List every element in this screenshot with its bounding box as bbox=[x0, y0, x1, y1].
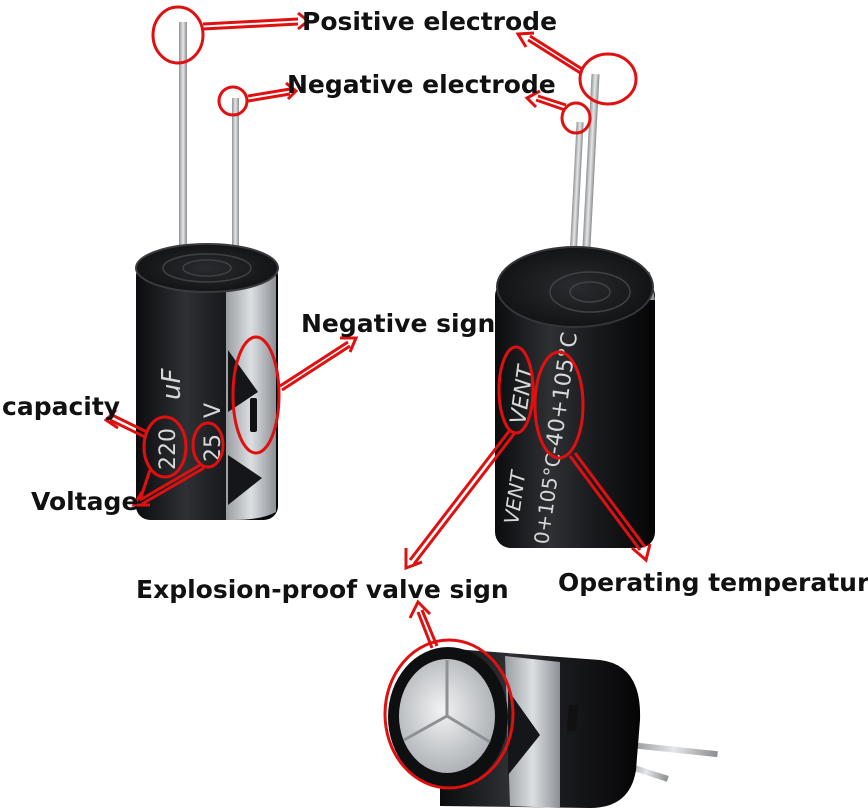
left-stripe-chevron-lower bbox=[228, 455, 262, 505]
left-top-ring-inner bbox=[182, 259, 232, 277]
circle-voltage bbox=[191, 421, 225, 469]
right-top-ring bbox=[549, 271, 631, 313]
arrow-positive-electrode bbox=[202, 11, 311, 31]
label-negative-sign: Negative sign bbox=[301, 309, 496, 338]
bottom-stripe-minus-mark bbox=[567, 704, 578, 732]
arrow-capacity bbox=[103, 408, 148, 439]
bottom-vent-score-line-3 bbox=[446, 714, 491, 744]
label-voltage: Voltage bbox=[31, 487, 139, 516]
circle-vent-mark bbox=[497, 345, 535, 435]
label-capacity: capacity bbox=[2, 392, 121, 421]
left-stripe-minus-mark bbox=[250, 398, 257, 432]
circle-capacity bbox=[142, 415, 188, 479]
circle-positive-electrode-right bbox=[578, 52, 638, 106]
arrow-explosion-proof-upper bbox=[404, 429, 516, 571]
bottom-capacitor bbox=[388, 647, 718, 808]
arrow-negative-electrode bbox=[247, 81, 299, 103]
arrow-voltage bbox=[131, 463, 205, 507]
right-capacitor: VENT -40+105°C VENT 0+105°C bbox=[495, 73, 655, 548]
arrow-positive-electrode-right bbox=[515, 31, 583, 76]
bottom-stripe-chevron bbox=[508, 690, 540, 775]
annotations bbox=[103, 5, 652, 790]
arrow-explosion-proof-lower bbox=[408, 599, 439, 649]
right-capacitor-top bbox=[496, 246, 654, 328]
circle-negative-electrode-right bbox=[560, 101, 592, 135]
left-negative-lead bbox=[232, 98, 239, 264]
label-operating-temperature: Operating temperature bbox=[558, 568, 868, 597]
left-capacitor: 220 uF 25 V bbox=[135, 22, 279, 520]
label-positive-electrode: Positive electrode bbox=[302, 7, 558, 36]
label-explosion-proof-valve-sign: Explosion-proof valve sign bbox=[136, 575, 509, 604]
left-voltage-unit-text: V bbox=[201, 403, 226, 418]
left-capacitance-text: 220 bbox=[156, 428, 181, 470]
circle-operating-temperature bbox=[533, 350, 585, 460]
left-capacitor-top bbox=[135, 243, 279, 293]
circle-positive-electrode-left bbox=[151, 5, 205, 65]
bottom-vent-score-line-2 bbox=[403, 714, 448, 742]
arrow-negative-sign bbox=[279, 336, 359, 392]
circle-explosion-proof-valve bbox=[383, 638, 515, 790]
arrow-operating-temperature bbox=[568, 452, 652, 563]
left-positive-lead bbox=[179, 22, 187, 262]
circle-negative-sign bbox=[231, 335, 281, 455]
right-capacitor-body bbox=[495, 280, 655, 548]
label-negative-electrode: Negative electrode bbox=[287, 70, 556, 99]
left-unit-text: uF bbox=[157, 368, 187, 400]
circle-negative-electrode-left bbox=[217, 85, 249, 117]
right-positive-lead bbox=[580, 73, 600, 293]
right-top-ring-inner bbox=[569, 281, 611, 303]
arrow-negative-electrode-right bbox=[524, 89, 567, 112]
left-top-ring bbox=[162, 253, 252, 283]
bottom-lead-upper bbox=[629, 742, 718, 758]
